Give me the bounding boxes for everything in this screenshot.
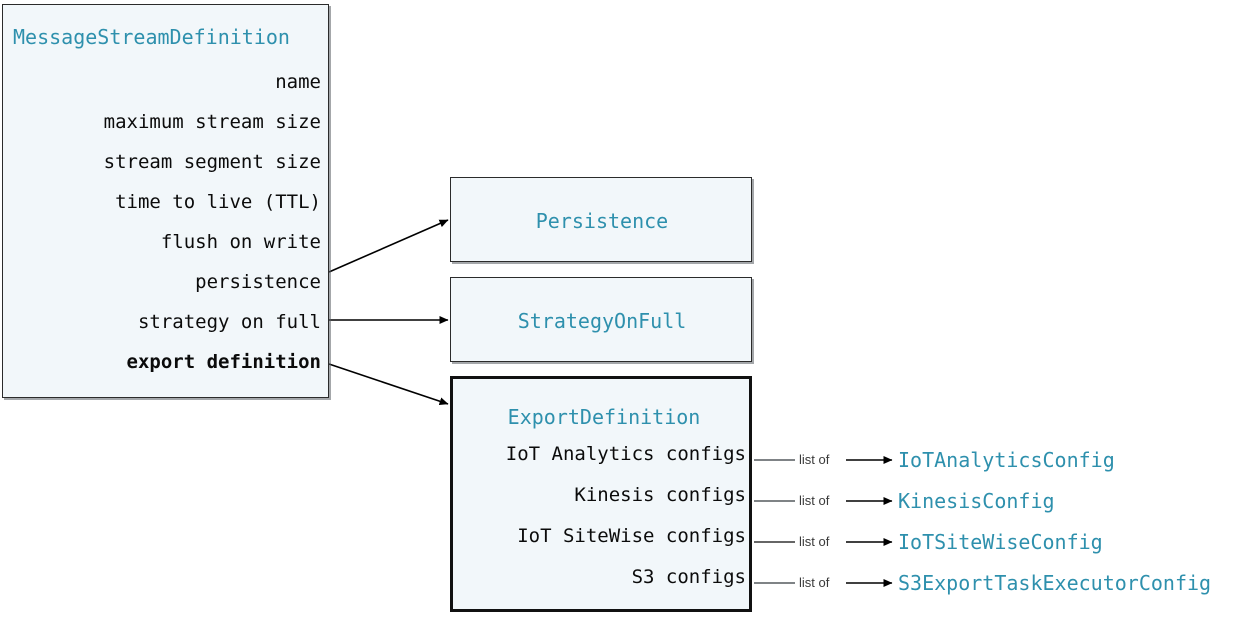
leaf-s3-export-task-executor-config: S3ExportTaskExecutorConfig	[898, 571, 1212, 595]
strategy-on-full-title: StrategyOnFull	[517, 308, 687, 333]
edge-label-iot-analytics: list of	[797, 452, 832, 467]
edge-export-definition	[328, 363, 449, 406]
field-flush-on-write: flush on write	[160, 231, 321, 253]
field-name: name	[275, 71, 321, 93]
edge-label-iot-sitewise: list of	[797, 534, 832, 549]
strategy-on-full-title-wrap: StrategyOnFull	[451, 278, 753, 363]
field-s3-configs: S3 configs	[631, 566, 746, 588]
message-stream-definition-box: MessageStreamDefinition name maximum str…	[2, 4, 329, 398]
persistence-box: Persistence	[450, 177, 752, 262]
edge-label-s3: list of	[797, 575, 832, 590]
persistence-title-wrap: Persistence	[451, 178, 753, 263]
leaf-iot-analytics-config: IoTAnalyticsConfig	[898, 448, 1115, 472]
field-iot-sitewise-configs: IoT SiteWise configs	[517, 525, 746, 547]
field-strategy-on-full: strategy on full	[137, 311, 321, 333]
field-iot-analytics-configs: IoT Analytics configs	[505, 443, 746, 465]
edge-persistence	[328, 219, 449, 273]
field-kinesis-configs: Kinesis configs	[574, 484, 746, 506]
export-definition-box: ExportDefinition IoT Analytics configs K…	[450, 376, 752, 612]
persistence-title: Persistence	[535, 208, 669, 233]
export-definition-title: ExportDefinition	[507, 405, 701, 429]
field-persistence: persistence	[195, 271, 321, 293]
strategy-on-full-box: StrategyOnFull	[450, 277, 752, 362]
edge-label-kinesis: list of	[797, 493, 832, 508]
field-stream-segment-size: stream segment size	[103, 151, 321, 173]
field-time-to-live: time to live (TTL)	[115, 191, 321, 213]
leaf-iot-sitewise-config: IoTSiteWiseConfig	[898, 530, 1103, 554]
message-stream-definition-title: MessageStreamDefinition	[13, 25, 290, 49]
export-definition-fields: IoT Analytics configs Kinesis configs Io…	[453, 445, 755, 609]
message-stream-definition-fields: name maximum stream size stream segment …	[3, 73, 330, 393]
field-maximum-stream-size: maximum stream size	[103, 111, 321, 133]
field-export-definition: export definition	[126, 351, 321, 373]
leaf-kinesis-config: KinesisConfig	[898, 489, 1055, 513]
